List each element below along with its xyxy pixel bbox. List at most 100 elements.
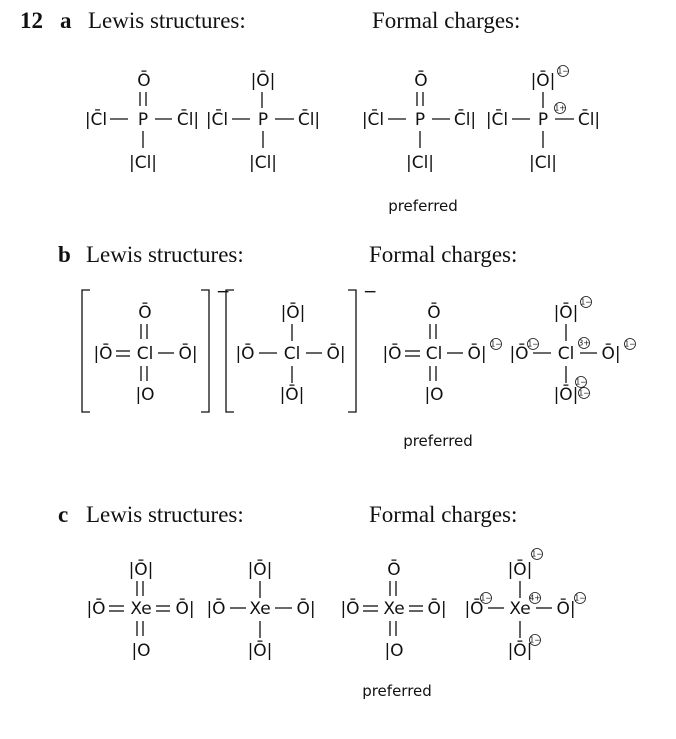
formal-charge-label: 4+: [529, 594, 540, 603]
oxygen-atom: |Ō|: [554, 301, 579, 323]
phosphorus-atom: P: [138, 110, 148, 130]
xenon-atom: Xe: [130, 599, 151, 619]
formal-charge-label: 3+: [578, 339, 589, 348]
right-bracket: [348, 289, 357, 413]
part-c-preferred-label: preferred: [362, 682, 432, 700]
oxygen-atom: |Ο: [424, 385, 443, 405]
formal-charge-circle: [554, 102, 566, 114]
part-a-lewis-structure-2: |Ō| |C̄l P C̄l| |Cl|: [206, 69, 320, 173]
part-c-letter: c: [58, 502, 68, 527]
chlorine-atom: |Cl|: [249, 153, 277, 173]
oxygen-atom: Ō: [414, 69, 427, 91]
oxygen-atom: |Ō: [86, 597, 105, 619]
phosphorus-atom: P: [538, 110, 548, 130]
oxygen-atom: Ō|: [296, 597, 315, 619]
phosphorus-atom: P: [258, 110, 268, 130]
oxygen-atom: Ō: [138, 301, 151, 323]
formal-charge-circle: [624, 338, 636, 350]
left-bracket: [225, 289, 234, 413]
part-a-formal-heading: Formal charges:: [372, 8, 520, 33]
formal-charge-label: 1−: [574, 594, 585, 603]
oxygen-atom: Ō|: [175, 597, 194, 619]
chlorine-atom: |Cl|: [129, 153, 157, 173]
formal-charge-circle: [527, 338, 539, 350]
part-b-lewis-heading: Lewis structures:: [86, 242, 244, 267]
part-c-formal-heading: Formal charges:: [369, 502, 517, 527]
oxygen-atom: |Ō|: [251, 69, 276, 91]
formal-charge-circle: [529, 634, 541, 646]
formal-charge-circle: [557, 65, 569, 77]
formal-charge-circle: [529, 592, 541, 604]
part-c-lewis-heading: Lewis structures:: [86, 502, 244, 527]
formal-charge-circle: [578, 387, 590, 399]
chlorine-atom: Cl: [558, 344, 575, 364]
formal-charge-label: 1−: [578, 389, 589, 398]
ion-charge: −: [216, 282, 230, 302]
oxygen-atom: |Ō|: [281, 301, 306, 323]
part-b-letter: b: [58, 242, 71, 267]
formal-charge-circle: [480, 592, 492, 604]
formal-charge-circle: [490, 338, 502, 350]
chlorine-atom: C̄l|: [454, 108, 476, 130]
oxygen-atom: |Ō: [206, 597, 225, 619]
part-b-formal-structure-1: Ō |Ō Cl Ō| 1− |Ο: [382, 301, 502, 405]
ion-charge: −: [363, 282, 377, 302]
xenon-atom: Xe: [509, 599, 530, 619]
oxygen-atom: |Ō: [509, 342, 528, 364]
formal-charge-label: 1−: [527, 340, 538, 349]
part-b-formal-structure-2: |Ō| 1− |Ō 1− Cl 3+ Ō| 1− 1− |Ō| 1−: [509, 296, 636, 405]
oxygen-atom: Ō|: [326, 342, 345, 364]
chlorine-atom: Cl: [426, 344, 443, 364]
oxygen-atom: |Ō: [382, 342, 401, 364]
oxygen-atom: |Ō: [235, 342, 254, 364]
chlorine-atom: C̄l|: [298, 108, 320, 130]
part-a-lewis-heading: Lewis structures:: [88, 8, 246, 33]
chlorine-atom: Cl: [137, 344, 154, 364]
oxygen-atom: Ō: [387, 558, 400, 580]
formal-charge-circle: [580, 296, 592, 308]
oxygen-atom: |Ō: [93, 342, 112, 364]
oxygen-atom: |Ō|: [248, 558, 273, 580]
part-c-formal-structure-1: Ō |Ō Xe Ō| |Ο: [340, 558, 446, 661]
chlorine-atom: |Cl|: [406, 153, 434, 173]
oxygen-atom: |Ō|: [554, 383, 579, 405]
chlorine-atom: Cl: [284, 344, 301, 364]
formal-charge-label: 1−: [575, 378, 586, 387]
part-b-lewis-structure-1: − Ō |Ō Cl Ō| |Ο: [81, 282, 230, 413]
part-c-lewis-structure-1: |Ō| |Ō Xe Ō| |Ο: [86, 558, 194, 661]
xenon-atom: Xe: [249, 599, 270, 619]
chlorine-atom: C̄l|: [177, 108, 199, 130]
right-bracket: [201, 289, 210, 413]
chlorine-atom: |C̄l: [362, 108, 384, 130]
part-a-letter: a: [60, 8, 72, 33]
oxygen-atom: Ō|: [556, 597, 575, 619]
oxygen-atom: |Ō|: [508, 639, 533, 661]
part-c-formal-structure-2: |Ō| 1− |Ō 1− Xe 4+ Ō| 1− 1− |Ō|: [464, 548, 586, 661]
part-b-lewis-structure-2: − |Ō| |Ō Cl Ō| |Ō|: [225, 282, 377, 413]
left-bracket: [81, 289, 90, 413]
oxygen-atom: Ō|: [178, 342, 197, 364]
chlorine-atom: |C̄l: [85, 108, 107, 130]
oxygen-atom: Ō: [137, 69, 150, 91]
part-b-preferred-label: preferred: [403, 432, 473, 450]
oxygen-atom: |Ō: [340, 597, 359, 619]
part-b-formal-heading: Formal charges:: [369, 242, 517, 267]
formal-charge-circle: [574, 592, 586, 604]
oxygen-atom: Ō|: [467, 342, 486, 364]
part-a-lewis-structure-1: Ō |C̄l P C̄l| |Cl|: [85, 69, 199, 173]
formal-charge-label: 1−: [624, 340, 635, 349]
oxygen-atom: |Ο: [384, 641, 403, 661]
part-a-preferred-label: preferred: [388, 197, 458, 215]
formal-charge-circle: [531, 548, 543, 560]
oxygen-atom: |Ō|: [531, 69, 556, 91]
formal-charge-circle: [575, 376, 587, 388]
oxygen-atom: |Ō|: [280, 383, 305, 405]
part-a-formal-structure-1: Ō |C̄l P C̄l| |Cl|: [362, 69, 476, 173]
formal-charge-circle: [578, 337, 590, 349]
xenon-atom: Xe: [383, 599, 404, 619]
part-a-formal-structure-2: |Ō| 1− |C̄l P 1+ C̄l| |Cl|: [486, 65, 600, 173]
formal-charge-label: 1−: [557, 67, 568, 76]
oxygen-atom: |Ο: [135, 385, 154, 405]
chlorine-atom: |C̄l: [206, 108, 228, 130]
